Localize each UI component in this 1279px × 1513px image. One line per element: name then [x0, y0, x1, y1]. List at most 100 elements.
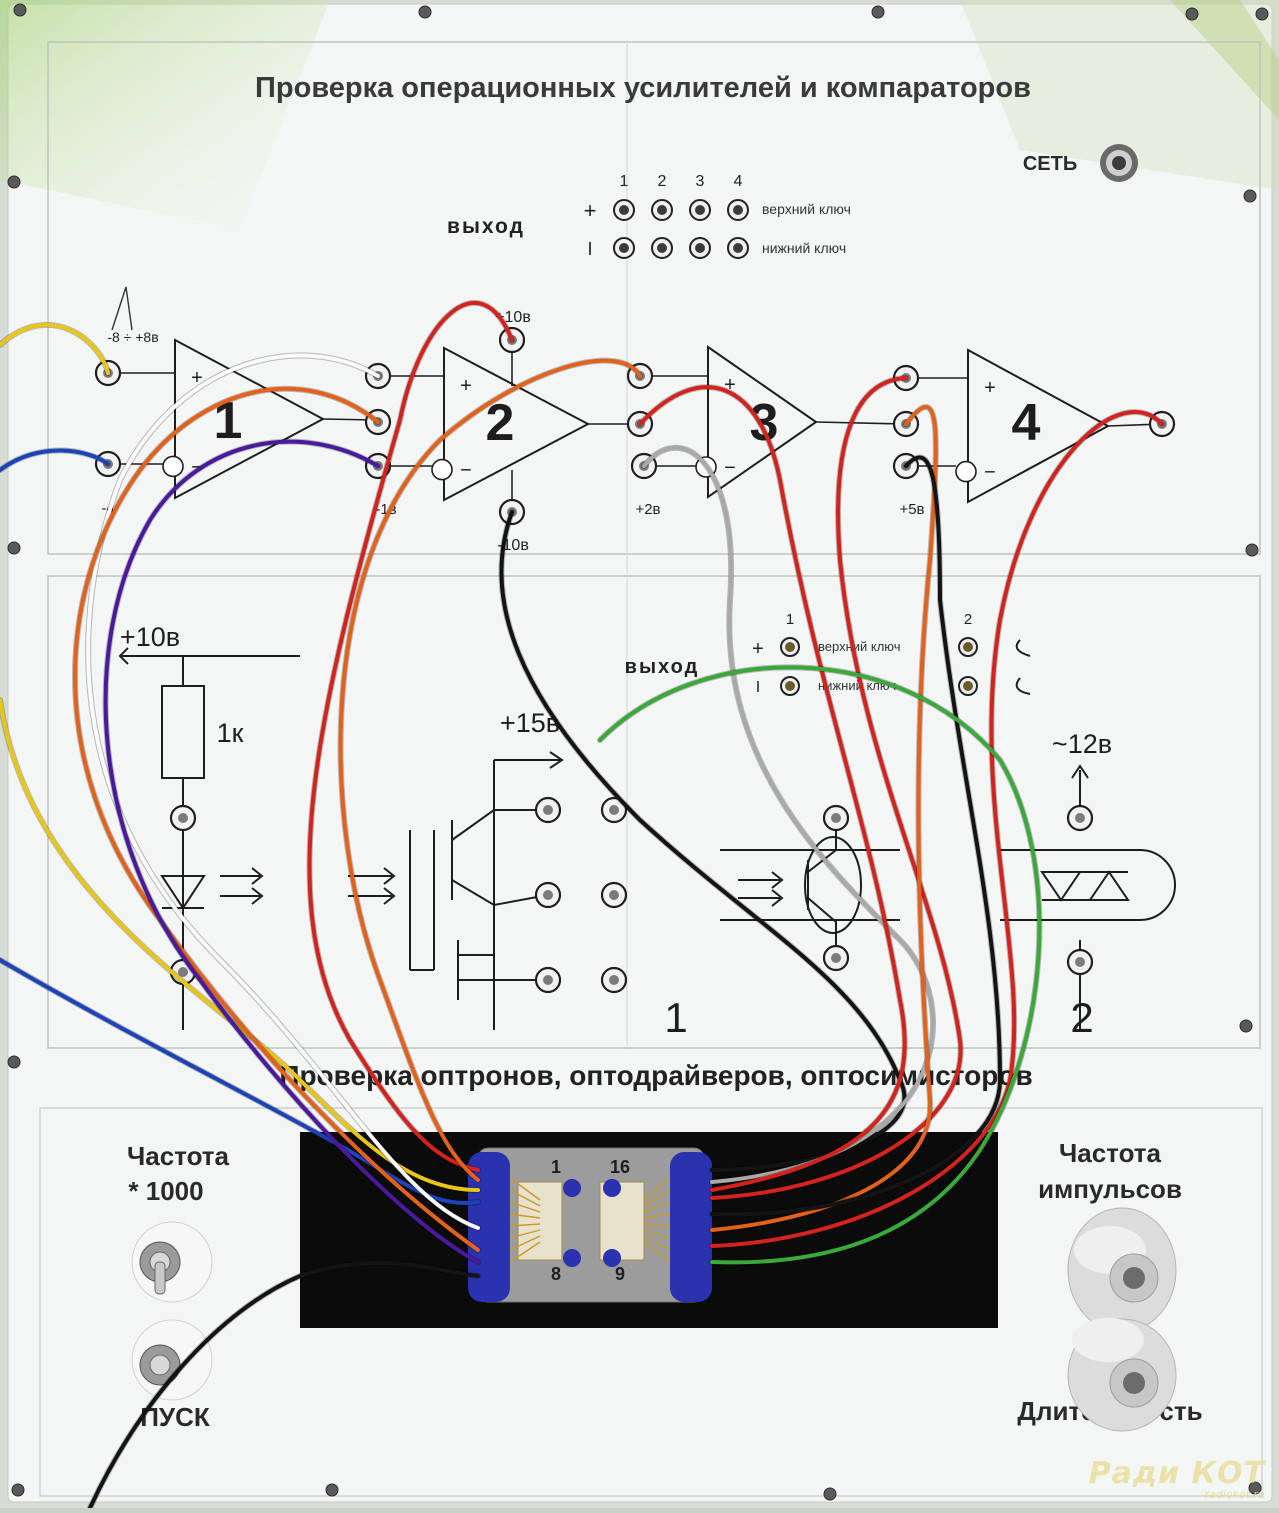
- test-jack-socket: [178, 813, 188, 823]
- input-range-label: -8 ÷ +8в: [107, 329, 158, 345]
- screw: [823, 1487, 837, 1501]
- light-arrows-1: [220, 867, 264, 905]
- chip-bond-wire: [643, 1213, 671, 1219]
- opto-triac-body: [1000, 849, 1176, 921]
- patch-wire: [73, 386, 480, 1252]
- opto-schematics: [118, 637, 1176, 1030]
- screw: [13, 3, 27, 17]
- leaf-reflection: [1170, 0, 1279, 120]
- chip-bond-wire: [509, 1229, 541, 1239]
- chip-bond-wire: [643, 1223, 671, 1227]
- light-arrows-2: [348, 867, 396, 905]
- output-led-core: [695, 205, 705, 215]
- input-ramp-icon: [111, 286, 133, 331]
- amp-plus-sign: +: [724, 374, 736, 396]
- test-jack-socket: [609, 890, 619, 900]
- pulse-frequency-knob[interactable]: [1067, 1207, 1177, 1333]
- chip-pin-1-label: 1: [551, 1157, 561, 1177]
- chip-bond-wire: [509, 1201, 541, 1213]
- supply-15v-line: [493, 751, 564, 1030]
- opto-channel-2: 2: [964, 611, 972, 628]
- opamp-inverting-bubble: [955, 460, 977, 483]
- screw: [1185, 7, 1199, 21]
- screw: [1239, 1019, 1253, 1033]
- start-toggle-switch[interactable]: [131, 1319, 213, 1401]
- output-led-core: [657, 243, 667, 253]
- opto-section-frame: [47, 575, 1261, 1049]
- pulse-freq-label-line1: Частота: [1059, 1138, 1162, 1168]
- opamp-triangle: [707, 345, 818, 499]
- patch-wire: [307, 301, 514, 1172]
- freq-x1000-label-line1: Частота: [127, 1141, 230, 1171]
- patch-wire: [103, 439, 480, 1264]
- opamp-lead: [815, 421, 907, 425]
- amp-minus-sign: −: [191, 456, 203, 478]
- chip-bond-wire: [509, 1223, 541, 1227]
- output-led-core: [695, 243, 705, 253]
- chip-bond-wire: [643, 1235, 671, 1251]
- test-jack-socket: [831, 813, 841, 823]
- opamp-output-label: выход: [447, 215, 525, 238]
- opto-output-led-core: [785, 681, 795, 691]
- chip-bond-wire: [509, 1177, 541, 1201]
- chip-bond-wire: [509, 1213, 541, 1219]
- amp-input-signs: +−+−+−+−: [191, 367, 996, 484]
- amp-plus-sign: +: [984, 377, 996, 399]
- opamp-upper-key-label: верхний ключ: [762, 201, 851, 217]
- transistor-circle: [804, 836, 862, 934]
- test-jack-socket: [543, 975, 553, 985]
- amp-minus-sign: −: [460, 460, 472, 482]
- opto-output-led-core: [785, 642, 795, 652]
- chip-bond-wire: [509, 1241, 541, 1263]
- patch-wire: [710, 410, 1164, 1248]
- opto-group-1: 1: [664, 994, 687, 1041]
- label-plus2: +2в: [635, 501, 660, 518]
- light-arrows-3: [738, 871, 784, 907]
- opamp-channel-3: 3: [696, 173, 705, 190]
- patch-wire: [0, 448, 110, 472]
- patch-wire: [88, 1261, 480, 1510]
- opto-output-led-core: [963, 642, 973, 652]
- resistor-label: 1к: [217, 718, 244, 748]
- power-lamp: [1100, 144, 1138, 182]
- test-jack-socket: [831, 953, 841, 963]
- output-led-core: [733, 243, 743, 253]
- opamp-minus-sign: I: [587, 239, 592, 259]
- led-diode: [160, 875, 206, 910]
- patch-wire: [499, 510, 907, 1172]
- screw: [7, 1055, 21, 1069]
- power-label: СЕТЬ: [1023, 153, 1077, 175]
- test-jack-socket: [543, 890, 553, 900]
- output-led-core: [657, 205, 667, 215]
- screws: [7, 3, 1269, 1501]
- opto-group-2: 2: [1070, 994, 1093, 1041]
- freq-x1000-toggle-switch[interactable]: [131, 1221, 213, 1303]
- patch-wire: [710, 405, 938, 1232]
- waveform-glyphs: [1015, 639, 1031, 695]
- output-led-core: [619, 243, 629, 253]
- test-jack-socket: [543, 805, 553, 815]
- chip-bond-wire: [643, 1201, 671, 1213]
- watermark: Ради КОТ radiokot.ru: [1089, 1459, 1265, 1501]
- amp-minus-sign: −: [724, 457, 736, 479]
- opto-channel-1: 1: [786, 611, 794, 628]
- ac-supply-label: ~12в: [1052, 729, 1112, 759]
- amp-minus-sign: −: [984, 462, 996, 484]
- screw: [871, 5, 885, 19]
- window-reflection: [960, 0, 1279, 190]
- test-jack-socket: [178, 967, 188, 977]
- patch-wire: [598, 665, 1042, 1265]
- screw: [11, 1483, 25, 1497]
- screw: [1255, 7, 1269, 21]
- opamp-triangle: [174, 338, 326, 500]
- pulse-freq-label-line2: импульсов: [1038, 1174, 1182, 1204]
- patch-wire: [638, 385, 907, 1192]
- screw: [418, 5, 432, 19]
- opamp-triangle: [967, 348, 1111, 504]
- patch-wire: [338, 358, 642, 1182]
- watermark-site: radiokot.ru: [1204, 1488, 1265, 1501]
- title-optocouplers: Проверка оптронов, оптодрайверов, оптоси…: [279, 1060, 1032, 1091]
- test-jack-socket: [609, 975, 619, 985]
- chip-bond-wire: [643, 1241, 671, 1263]
- duration-knob[interactable]: [1067, 1318, 1177, 1432]
